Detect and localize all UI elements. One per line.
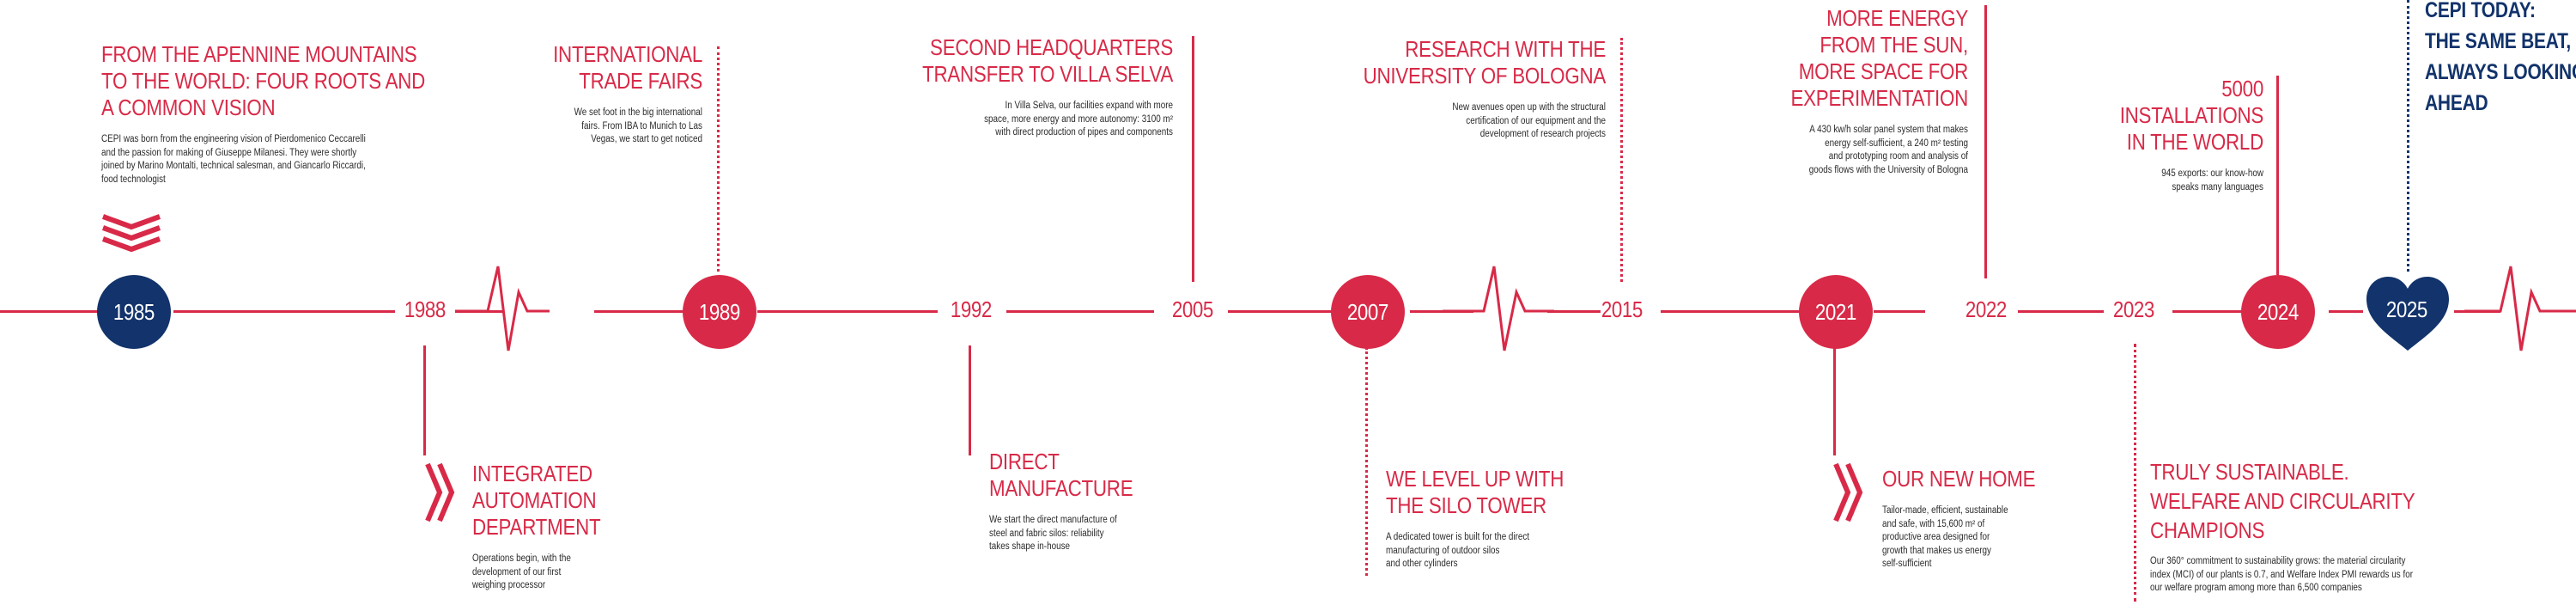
heartbeat-line-icon: [1443, 266, 1554, 351]
connector-2022: [1984, 5, 1987, 278]
connector-1992: [969, 345, 971, 455]
milestone-title: INTERNATIONAL TRADE FAIRS: [553, 41, 702, 94]
milestone-title: 5000 INSTALLATIONS IN THE WORLD: [2119, 76, 2264, 155]
milestone-description: In Villa Selva, our facilities expand wi…: [984, 101, 1173, 138]
timeline-axis: [1874, 310, 1925, 313]
milestone-title: OUR NEW HOME: [1882, 466, 2036, 492]
connector-2025: [2407, 0, 2409, 272]
connector-2007: [1365, 347, 1368, 576]
timeline-axis: [2329, 310, 2363, 313]
milestone-description: Our 360° commitment to sustainability gr…: [2150, 556, 2413, 593]
year-label-1988[interactable]: 1988: [404, 296, 447, 322]
connector-1988: [423, 345, 426, 455]
milestone-description: Tailor-made, efficient, sustainable and …: [1882, 505, 2008, 569]
milestone-title: SECOND HEADQUARTERS TRANSFER TO VILLA SE…: [922, 34, 1173, 87]
milestone-description: A 430 kw/h solar panel system that makes…: [1808, 125, 1968, 175]
year-label-2022[interactable]: 2022: [1965, 296, 2008, 322]
milestone-title: MORE ENERGY FROM THE SUN, MORE SPACE FOR…: [1790, 5, 1968, 111]
connector-2023: [2134, 344, 2136, 602]
connector-2021: [1833, 347, 1836, 455]
milestone-1992: DIRECT MANUFACTURE We start the direct m…: [989, 449, 1178, 554]
connector-1989: [717, 46, 720, 272]
milestone-2021: OUR NEW HOME Tailor-made, efficient, sus…: [1882, 466, 2071, 571]
milestone-title: TRULY SUSTAINABLE. WELFARE AND CIRCULARI…: [2150, 459, 2415, 543]
milestone-title: CEPI TODAY: THE SAME BEAT, ALWAYS LOOKIN…: [2425, 0, 2576, 115]
year-badge-2021[interactable]: 2021: [1799, 275, 1873, 349]
timeline-axis: [1006, 310, 1154, 313]
milestone-description: CEPI was born from the engineering visio…: [101, 134, 366, 185]
timeline-axis: [757, 310, 938, 313]
year-label-2005[interactable]: 2005: [1171, 296, 1214, 322]
timeline-axis: [1228, 310, 1333, 313]
milestone-2015: RESEARCH WITH THE UNIVERSITY OF BOLOGNA …: [1322, 36, 1607, 142]
milestone-description: A dedicated tower is built for the direc…: [1386, 532, 1530, 569]
milestone-2024: 5000 INSTALLATIONS IN THE WORLD 945 expo…: [2061, 76, 2264, 194]
year-badge-1989[interactable]: 1989: [683, 275, 756, 349]
double-chevron-right-icon: [425, 462, 455, 522]
milestone-description: We set foot in the big international fai…: [574, 107, 702, 144]
milestone-title: WE LEVEL UP WITH THE SILO TOWER: [1386, 466, 1564, 518]
milestone-title: DIRECT MANUFACTURE: [989, 449, 1133, 501]
milestone-description: 945 exports: our know-how speaks many la…: [2161, 168, 2263, 192]
heartbeat-line-icon: [455, 266, 550, 351]
timeline-axis: [173, 310, 395, 313]
year-badge-2007[interactable]: 2007: [1331, 275, 1405, 349]
heart-icon[interactable]: [2363, 273, 2452, 356]
timeline-axis: [1661, 310, 1801, 313]
milestone-2007: WE LEVEL UP WITH THE SILO TOWER A dedica…: [1386, 466, 1609, 571]
timeline-axis: [2018, 310, 2104, 313]
timeline-axis: [2172, 310, 2293, 313]
milestone-2005: SECOND HEADQUARTERS TRANSFER TO VILLA SE…: [859, 34, 1173, 140]
timeline-axis: [1547, 310, 1601, 313]
milestone-2023: TRULY SUSTAINABLE. WELFARE AND CIRCULARI…: [2150, 457, 2476, 596]
year-badge-1985[interactable]: 1985: [97, 275, 171, 349]
heartbeat-line-icon: [2464, 266, 2576, 351]
timeline-axis: [0, 310, 101, 313]
double-chevron-right-icon: [1833, 462, 1863, 522]
milestone-title: RESEARCH WITH THE UNIVERSITY OF BOLOGNA: [1363, 36, 1607, 89]
milestone-title: INTEGRATED AUTOMATION DEPARTMENT: [472, 461, 601, 540]
timeline-axis: [1410, 310, 1473, 313]
year-label-2023[interactable]: 2023: [2112, 296, 2155, 322]
connector-2005: [1192, 36, 1194, 282]
timeline-axis: [594, 310, 685, 313]
year-label-1992[interactable]: 1992: [950, 296, 993, 322]
chevron-down-icon: [101, 214, 161, 253]
connector-2015: [1620, 38, 1623, 282]
milestone-1985: FROM THE APENNINE MOUNTAINS TO THE WORLD…: [101, 41, 445, 186]
year-label-2015[interactable]: 2015: [1601, 296, 1643, 322]
milestone-1988: INTEGRATED AUTOMATION DEPARTMENT Operati…: [472, 461, 661, 593]
milestone-1989: INTERNATIONAL TRADE FAIRS We set foot in…: [481, 41, 702, 147]
milestone-description: We start the direct manufacture of steel…: [989, 515, 1117, 552]
milestone-description: New avenues open up with the structural …: [1452, 102, 1606, 139]
year-label-2025[interactable]: 2025: [2385, 296, 2428, 322]
milestone-title: FROM THE APENNINE MOUNTAINS TO THE WORLD…: [101, 41, 426, 120]
milestone-2025: CEPI TODAY: THE SAME BEAT, ALWAYS LOOKIN…: [2425, 0, 2576, 119]
year-badge-2024[interactable]: 2024: [2241, 275, 2315, 349]
milestone-2022: MORE ENERGY FROM THE SUN, MORE SPACE FOR…: [1717, 5, 1968, 177]
milestone-description: Operations begin, with the development o…: [472, 553, 571, 590]
connector-2024: [2276, 76, 2279, 275]
